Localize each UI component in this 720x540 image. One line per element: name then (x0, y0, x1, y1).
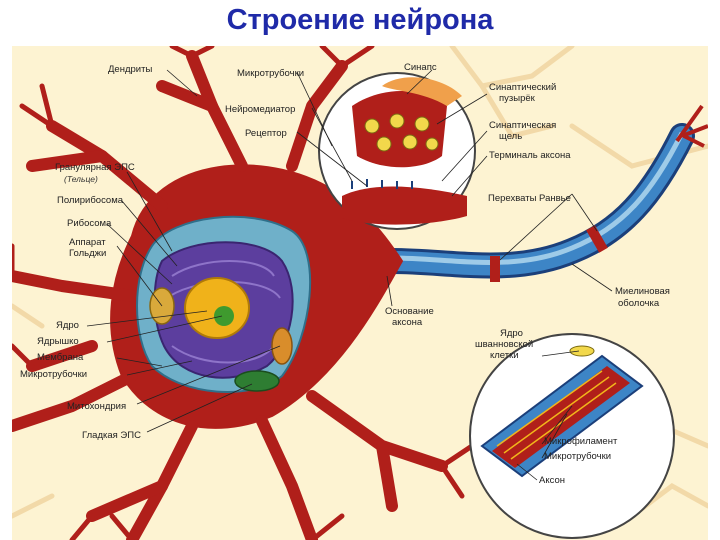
neuron-diagram: Дендриты Микротрубочки Нейромедиатор Рец… (12, 46, 708, 540)
label-dendrites: Дендриты (108, 64, 152, 75)
label-nucleus: Ядро (56, 320, 79, 331)
label-membrane: Мембрана (37, 352, 84, 363)
label-mitochondrion: Митохондрия (67, 401, 126, 412)
label-nucleolus: Ядрышко (37, 336, 79, 347)
label-microfilament: Микрофиламент (544, 436, 618, 447)
smooth-er (234, 370, 280, 392)
label-synaptic-cleft-line2: щель (499, 131, 522, 142)
ranvier-node (586, 225, 608, 253)
mitochondrion (271, 327, 293, 365)
label-schwann-line3: клетки (490, 350, 519, 361)
label-myelin-line2: оболочка (618, 298, 660, 309)
page-title: Строение нейрона (226, 4, 494, 36)
label-microtubules-left: Микротрубочки (20, 369, 87, 380)
label-axon-hillock-line1: Основание (385, 306, 434, 317)
label-microtubules-axon: Микротрубочки (544, 451, 611, 462)
label-schwann-line1: Ядро (500, 328, 523, 339)
label-synaptic-vesicle-line1: Синаптический (489, 82, 556, 93)
ranvier-node (490, 256, 500, 282)
label-ranvier: Перехваты Ранвье (488, 193, 571, 204)
label-rough-er: Гранулярная ЭПС (55, 162, 135, 173)
label-polyribosome: Полирибосома (57, 195, 124, 206)
label-axon-hillock-line2: аксона (392, 317, 423, 328)
label-nissl: (Тельце) (64, 174, 98, 184)
cell-interior (136, 215, 312, 393)
label-synapse: Синапс (404, 62, 437, 73)
leader-lines (86, 69, 613, 481)
label-axon-terminal: Терминаль аксона (489, 150, 571, 161)
label-axon: Аксон (539, 475, 565, 486)
label-smooth-er: Гладкая ЭПС (82, 430, 141, 441)
neuron-illustration: Дендриты Микротрубочки Нейромедиатор Рец… (12, 46, 708, 540)
label-golgi-line2: Гольджи (69, 248, 106, 259)
label-neurotransmitter: Нейромедиатор (225, 104, 295, 115)
label-golgi-line1: Аппарат (69, 237, 106, 248)
axon-inset (469, 333, 675, 539)
axon-myelin (379, 104, 708, 282)
nucleolus (214, 306, 234, 326)
synapse-inset (318, 72, 476, 230)
label-synaptic-vesicle-line2: пузырёк (499, 93, 536, 104)
label-schwann-line2: шванновской (475, 339, 533, 350)
label-receptor: Рецептор (245, 128, 287, 139)
label-microtubules-top: Микротрубочки (237, 68, 304, 79)
label-ribosome: Рибосома (67, 218, 112, 229)
label-myelin-line1: Миелиновая (615, 286, 670, 297)
label-synaptic-cleft-line1: Синаптическая (489, 120, 556, 131)
nucleus (184, 277, 250, 339)
